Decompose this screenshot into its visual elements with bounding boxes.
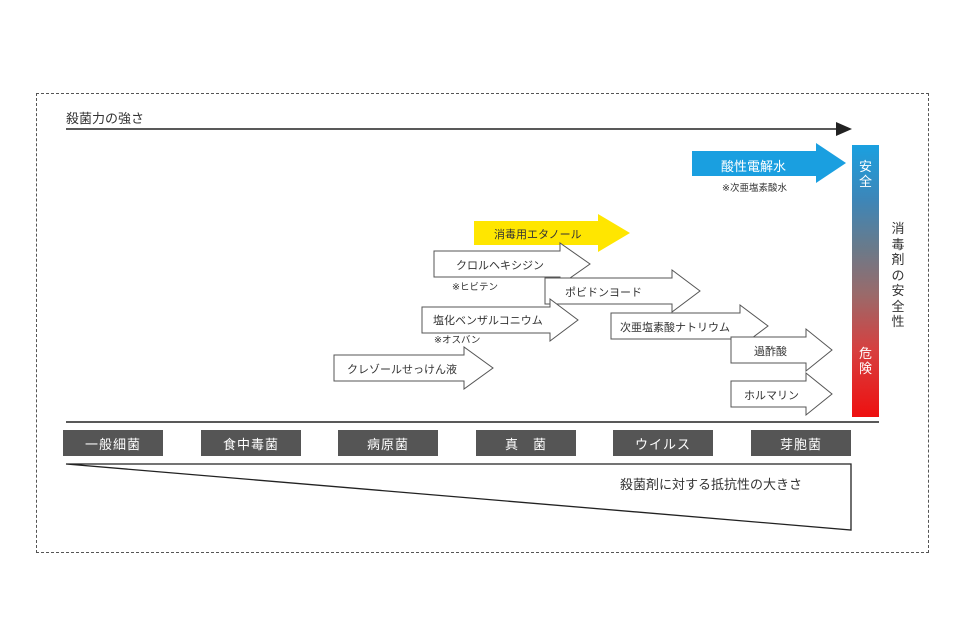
- povidone-iodine-label: ポビドンヨード: [565, 286, 642, 299]
- ethanol-label: 消毒用エタノール: [494, 228, 582, 241]
- safety-gradient-bar: [852, 145, 879, 417]
- safety-bottom-label: 危険: [858, 347, 872, 377]
- strength-axis-arrowhead: [836, 122, 852, 136]
- chlorhexidine-arrow: [433, 242, 591, 286]
- benzalkonium-note: ※オスバン: [434, 335, 481, 346]
- electrolyzed-water-note: ※次亜塩素酸水: [722, 183, 787, 194]
- safety-top-label: 安全: [858, 160, 872, 190]
- top-axis-label: 殺菌力の強さ: [66, 112, 145, 127]
- category-spore-bacteria: 芽胞菌: [751, 430, 851, 456]
- formalin-arrow: [730, 371, 833, 417]
- resistance-wedge: [65, 463, 852, 531]
- safety-axis-label: 消毒剤の安全性: [891, 222, 905, 330]
- category-virus: ウイルス: [613, 430, 713, 456]
- category-food-poisoning-bacteria: 食中毒菌: [201, 430, 301, 456]
- category-pathogenic-bacteria: 病原菌: [338, 430, 438, 456]
- cresol-arrow: [333, 346, 494, 390]
- chlorhexidine-label: クロルヘキシジン: [456, 259, 544, 272]
- povidone-iodine-arrow: [544, 269, 701, 313]
- peracetic-acid-arrow: [730, 327, 833, 373]
- category-general-bacteria: 一般細菌: [63, 430, 163, 456]
- cresol-label: クレゾールせっけん液: [347, 363, 457, 376]
- ethanol-arrow: [474, 214, 630, 252]
- benzalkonium-label: 塩化ベンザルコニウム: [433, 314, 543, 327]
- resistance-axis-label: 殺菌剤に対する抵抗性の大きさ: [620, 478, 803, 493]
- diagram-frame: [36, 93, 929, 553]
- peracetic-acid-label: 過酢酸: [754, 345, 787, 358]
- formalin-label: ホルマリン: [744, 389, 799, 402]
- electrolyzed-water-label: 酸性電解水: [721, 160, 787, 175]
- electrolyzed-water-arrow: [692, 143, 846, 183]
- benzalkonium-arrow: [421, 298, 579, 342]
- category-fungi: 真 菌: [476, 430, 576, 456]
- chlorhexidine-note: ※ヒビテン: [452, 282, 498, 293]
- sodium-hypochlorite-label: 次亜塩素酸ナトリウム: [620, 321, 730, 334]
